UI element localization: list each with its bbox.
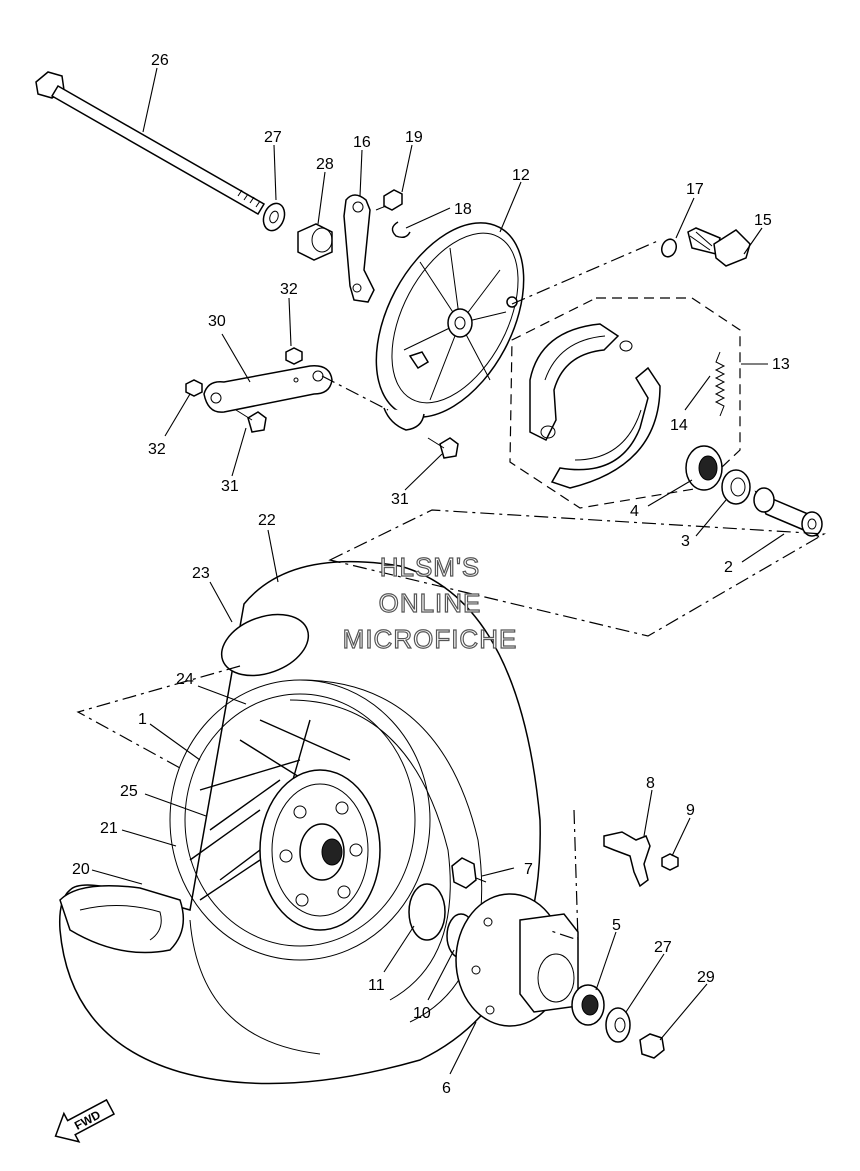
bearing-5 (571, 984, 605, 1026)
callout-32: 32 (148, 441, 166, 458)
bolt-31-right (427, 437, 459, 459)
callout-6: 6 (442, 1080, 451, 1097)
callout-31: 31 (221, 478, 239, 495)
nut-32-left (185, 379, 203, 397)
torque-arm (203, 365, 333, 413)
callout-21: 21 (100, 820, 118, 837)
callout-10: 10 (413, 1005, 431, 1022)
callout-5: 5 (612, 917, 621, 934)
inner-tube (59, 613, 310, 954)
callout-18: 18 (454, 201, 472, 218)
o-ring-11 (408, 883, 446, 941)
callout-24: 24 (176, 671, 194, 688)
watermark-line-3: MICROFICHE (343, 624, 518, 654)
axle-nut (639, 1033, 665, 1059)
callout-32: 32 (280, 281, 298, 298)
axle (35, 71, 266, 216)
assembly-line-hub (328, 509, 827, 637)
fwd-arrow-icon: FWD (54, 1098, 116, 1143)
spacer-2 (753, 487, 823, 538)
callout-7: 7 (524, 861, 533, 878)
callout-16: 16 (353, 134, 371, 151)
washer-bottom (605, 1007, 631, 1043)
washer-top (262, 202, 286, 232)
clutch-hub (455, 893, 579, 1027)
callout-8: 8 (646, 775, 655, 792)
assembly-line-axle (511, 239, 661, 305)
callout-3: 3 (681, 533, 690, 550)
callout-23: 23 (192, 565, 210, 582)
callout-25: 25 (120, 783, 138, 800)
callout-26: 26 (151, 52, 169, 69)
leader-lines (91, 67, 785, 1075)
callout-31: 31 (391, 491, 409, 508)
brake-shoe-plate (375, 222, 525, 431)
clip (391, 221, 411, 239)
brake-camshaft (687, 227, 751, 267)
callout-28: 28 (316, 156, 334, 173)
watermark: HLSM'S ONLINE MICROFICHE (342, 551, 518, 654)
callout-11: 11 (368, 977, 385, 994)
callout-27: 27 (654, 939, 672, 956)
callout-1: 1 (138, 711, 147, 728)
cam-lever (343, 194, 375, 303)
callout-22: 22 (258, 512, 276, 529)
callout-20: 20 (72, 861, 90, 878)
callout-2: 2 (724, 559, 733, 576)
brake-shoes (529, 323, 661, 489)
washer-17 (660, 238, 678, 258)
callouts: 26 27 28 16 19 18 12 17 15 32 30 13 14 3… (72, 52, 790, 1097)
callout-30: 30 (208, 313, 226, 330)
bolt-31-left (235, 409, 267, 433)
watermark-line-1: HLSM'S (380, 552, 481, 582)
nut-9 (661, 853, 679, 871)
callout-14: 14 (670, 417, 688, 434)
nut-32-top (285, 347, 303, 365)
valve-nut (451, 857, 487, 889)
collar (297, 223, 333, 261)
watermark-line-2: ONLINE (379, 588, 482, 618)
bolt-19 (375, 189, 403, 211)
callout-4: 4 (630, 503, 639, 520)
callout-29: 29 (697, 969, 715, 986)
lock-washer (603, 831, 651, 888)
assembly-line-torque (321, 375, 389, 411)
brake-spring (714, 351, 726, 417)
callout-13: 13 (772, 356, 790, 373)
callout-12: 12 (512, 167, 530, 184)
callout-17: 17 (686, 181, 704, 198)
callout-9: 9 (686, 802, 695, 819)
assembly-line-tube (76, 665, 241, 769)
rim (169, 679, 431, 961)
callout-27: 27 (264, 129, 282, 146)
rear-hub (259, 769, 381, 931)
bearing-4 (685, 445, 723, 491)
callout-19: 19 (405, 129, 423, 146)
oil-seal-3 (721, 469, 751, 505)
callout-15: 15 (754, 212, 772, 229)
